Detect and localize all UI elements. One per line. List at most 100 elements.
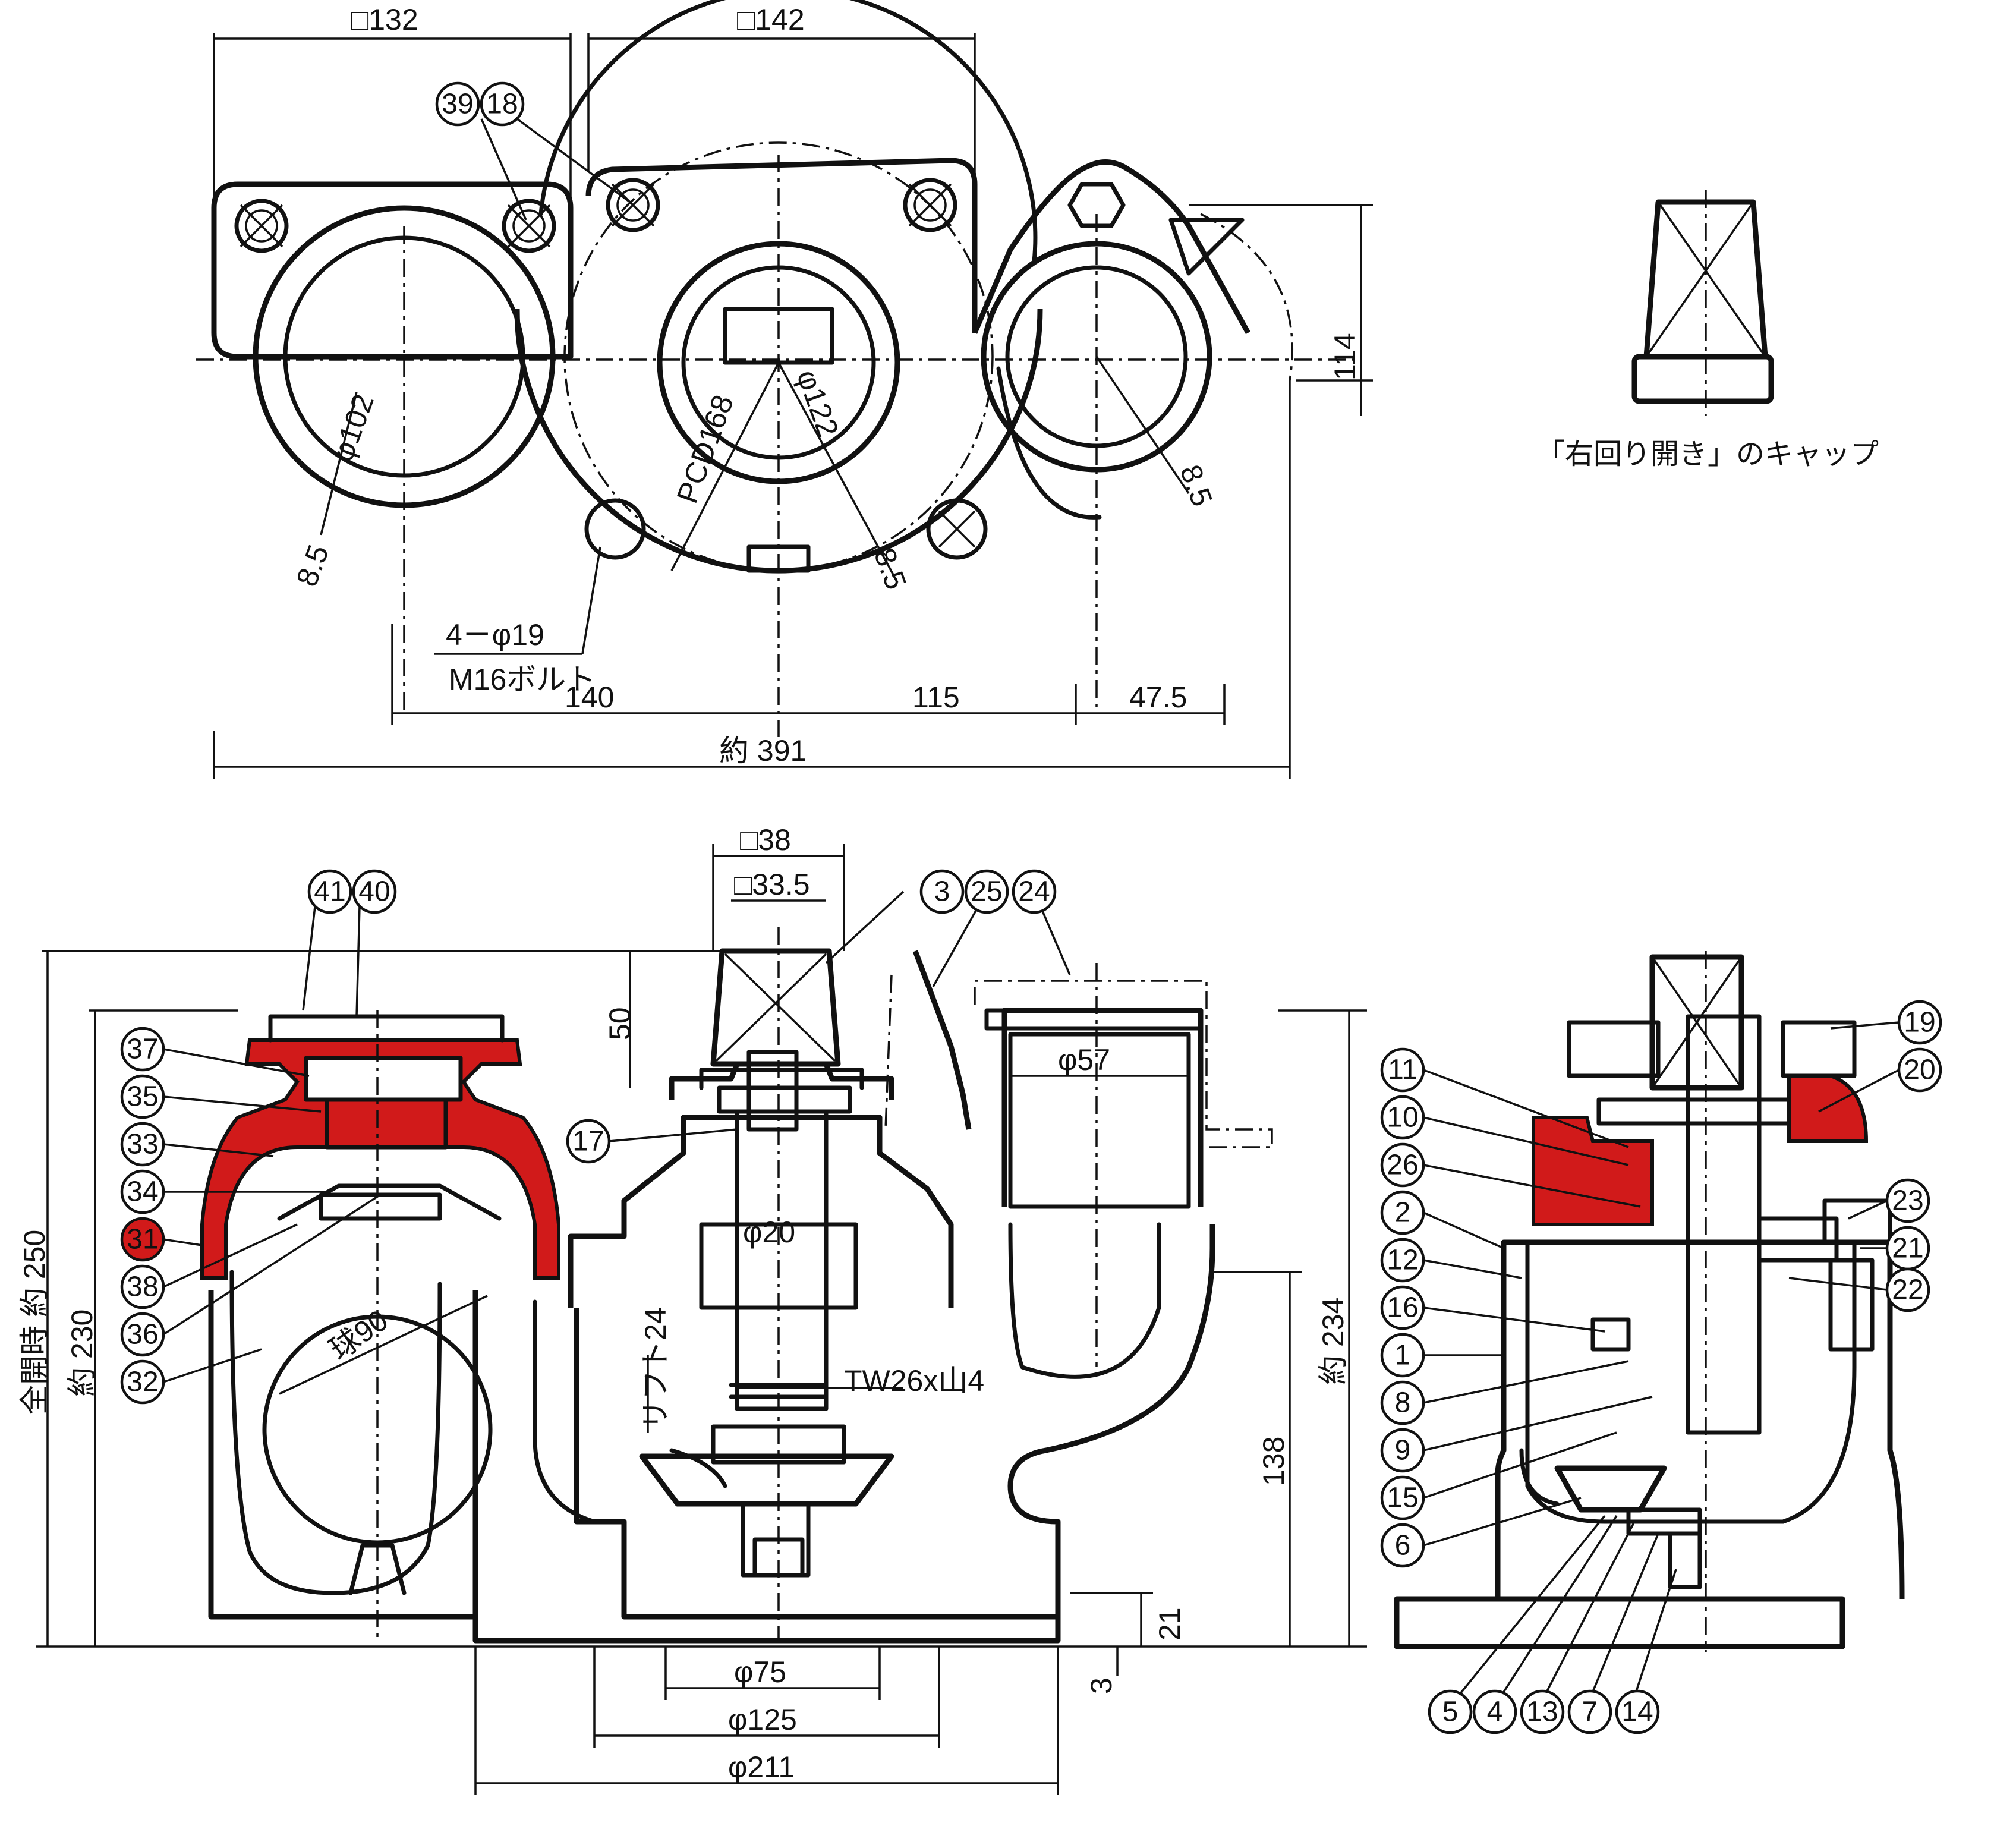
svg-text:14: 14 bbox=[1621, 1696, 1653, 1728]
dim-47-5: 47.5 bbox=[1129, 681, 1187, 714]
svg-text:4: 4 bbox=[1487, 1696, 1503, 1728]
dim-115: 115 bbox=[912, 681, 960, 714]
dim-phi125: φ125 bbox=[728, 1703, 797, 1736]
balloon-31: 31 bbox=[120, 1217, 165, 1262]
balloon-12: 12 bbox=[1380, 1238, 1425, 1283]
balloon-18: 18 bbox=[480, 81, 525, 127]
balloon-2: 2 bbox=[1380, 1190, 1425, 1235]
svg-text:17: 17 bbox=[572, 1126, 604, 1157]
svg-text:16: 16 bbox=[1387, 1292, 1418, 1324]
svg-text:34: 34 bbox=[127, 1176, 158, 1208]
svg-text:21: 21 bbox=[1892, 1233, 1923, 1264]
dim-114: 114 bbox=[1328, 333, 1362, 380]
svg-text:32: 32 bbox=[127, 1367, 158, 1398]
balloon-35: 35 bbox=[120, 1074, 165, 1119]
front-view bbox=[36, 844, 1367, 1795]
svg-text:37: 37 bbox=[127, 1034, 158, 1065]
balloon-5: 5 bbox=[1428, 1689, 1473, 1734]
balloon-37: 37 bbox=[120, 1027, 165, 1072]
balloon-13: 13 bbox=[1520, 1689, 1565, 1734]
balloon-21: 21 bbox=[1885, 1226, 1930, 1271]
dim-phi211: φ211 bbox=[728, 1751, 795, 1784]
dim-thread: TW26x山4 bbox=[844, 1364, 984, 1397]
dim-lift: リフト24 bbox=[639, 1307, 672, 1430]
top-view bbox=[196, 0, 1373, 779]
balloon-34: 34 bbox=[120, 1169, 165, 1214]
svg-text:6: 6 bbox=[1395, 1530, 1411, 1561]
svg-text:8: 8 bbox=[1395, 1387, 1411, 1419]
dim-phi102: φ102 bbox=[326, 390, 380, 466]
svg-text:20: 20 bbox=[1904, 1054, 1935, 1086]
balloon-41: 41 bbox=[307, 869, 352, 914]
dim-234: 約 234 bbox=[1316, 1298, 1350, 1385]
dim-8-5-left: 8.5 bbox=[290, 540, 335, 590]
side-view bbox=[1394, 951, 1905, 1652]
dim-8-5-right: 8.5 bbox=[1174, 461, 1219, 511]
cap-label: 「右回り開き」のキャップ bbox=[1536, 439, 1879, 470]
svg-text:23: 23 bbox=[1892, 1185, 1923, 1217]
svg-text:41: 41 bbox=[314, 876, 345, 908]
svg-text:35: 35 bbox=[127, 1081, 158, 1113]
svg-text:24: 24 bbox=[1018, 876, 1050, 908]
svg-text:19: 19 bbox=[1904, 1007, 1935, 1038]
svg-text:13: 13 bbox=[1526, 1696, 1558, 1728]
balloon-4: 4 bbox=[1472, 1689, 1517, 1734]
balloon-38: 38 bbox=[120, 1264, 165, 1309]
dim-3: 3 bbox=[1085, 1677, 1118, 1694]
dim-holes: 4－φ19 bbox=[446, 618, 544, 651]
dim-bolt: M16ボルト bbox=[449, 663, 596, 696]
dim-overall-width: 約 391 bbox=[719, 734, 807, 767]
balloon-22: 22 bbox=[1885, 1267, 1930, 1312]
balloon-8: 8 bbox=[1380, 1380, 1425, 1425]
balloon-1: 1 bbox=[1380, 1333, 1425, 1378]
svg-text:7: 7 bbox=[1582, 1696, 1598, 1728]
balloon-23: 23 bbox=[1885, 1178, 1930, 1223]
dim-phi20: φ20 bbox=[743, 1216, 795, 1249]
balloon-39: 39 bbox=[435, 81, 480, 127]
svg-text:33: 33 bbox=[127, 1129, 158, 1160]
balloon-14: 14 bbox=[1615, 1689, 1660, 1734]
svg-text:39: 39 bbox=[442, 89, 473, 120]
balloon-36: 36 bbox=[120, 1312, 165, 1357]
balloon-17: 17 bbox=[566, 1119, 611, 1164]
dim-phi122: φ122 bbox=[790, 366, 845, 442]
balloon-15: 15 bbox=[1380, 1475, 1425, 1520]
dim-sq132: □132 bbox=[351, 3, 418, 36]
dim-sq33-5: □33.5 bbox=[734, 868, 810, 901]
svg-text:36: 36 bbox=[127, 1319, 158, 1350]
dim-50: 50 bbox=[603, 1007, 637, 1040]
balloon-25: 25 bbox=[964, 869, 1009, 914]
balloon-10: 10 bbox=[1380, 1095, 1425, 1140]
svg-text:18: 18 bbox=[486, 89, 518, 120]
svg-text:2: 2 bbox=[1395, 1197, 1411, 1229]
balloon-3: 3 bbox=[919, 869, 965, 914]
balloon-32: 32 bbox=[120, 1359, 165, 1405]
dim-sq38: □38 bbox=[740, 823, 791, 857]
balloon-19: 19 bbox=[1897, 1000, 1942, 1045]
svg-text:38: 38 bbox=[127, 1271, 158, 1303]
svg-text:40: 40 bbox=[358, 876, 390, 908]
balloon-6: 6 bbox=[1380, 1523, 1425, 1568]
balloon-26: 26 bbox=[1380, 1142, 1425, 1188]
balloon-33: 33 bbox=[120, 1122, 165, 1167]
balloon-40: 40 bbox=[352, 869, 397, 914]
dim-sq142: □142 bbox=[737, 3, 805, 36]
svg-text:9: 9 bbox=[1395, 1435, 1411, 1466]
balloon-24: 24 bbox=[1012, 869, 1057, 914]
svg-text:26: 26 bbox=[1387, 1150, 1418, 1181]
svg-text:11: 11 bbox=[1388, 1054, 1418, 1086]
cap-detail bbox=[1631, 190, 1774, 416]
balloon-11: 11 bbox=[1380, 1047, 1425, 1093]
svg-text:1: 1 bbox=[1395, 1340, 1411, 1371]
balloon-7: 7 bbox=[1567, 1689, 1612, 1734]
svg-text:31: 31 bbox=[127, 1224, 158, 1255]
dim-140: 140 bbox=[565, 681, 614, 714]
svg-text:12: 12 bbox=[1387, 1245, 1418, 1276]
balloon-9: 9 bbox=[1380, 1428, 1425, 1473]
svg-text:25: 25 bbox=[971, 876, 1002, 908]
dim-phi75: φ75 bbox=[734, 1655, 786, 1689]
svg-text:10: 10 bbox=[1387, 1102, 1418, 1134]
balloon-20: 20 bbox=[1897, 1047, 1942, 1093]
dim-pcd168: PCD168 bbox=[670, 391, 740, 508]
